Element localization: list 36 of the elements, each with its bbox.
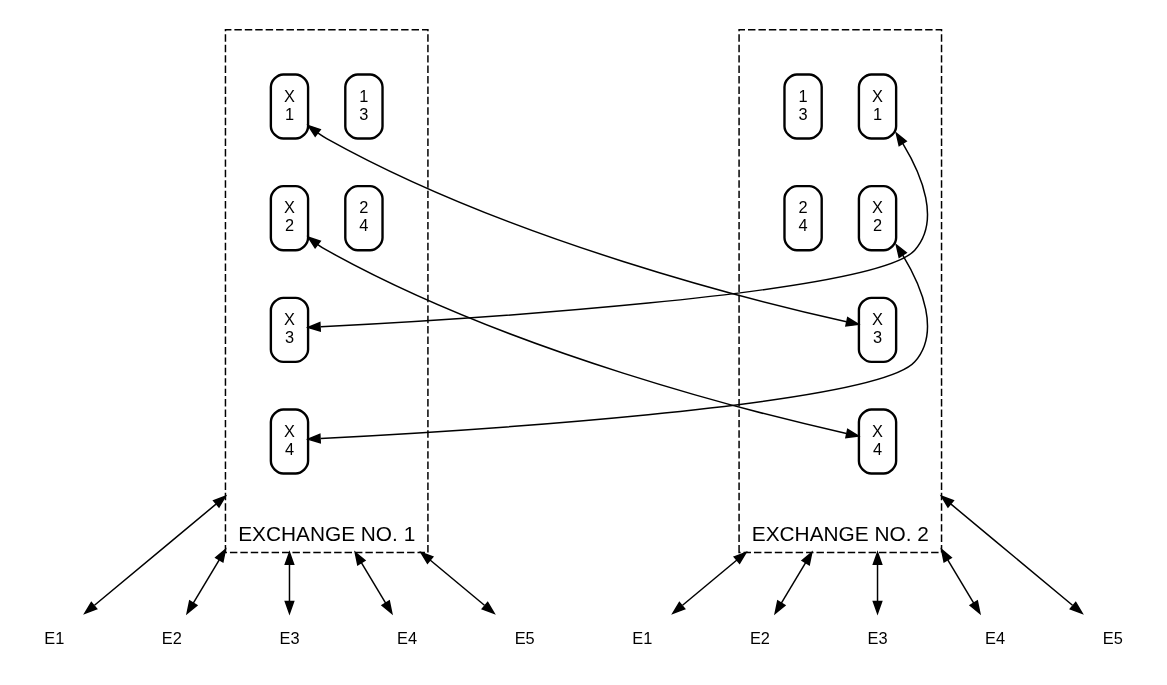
node-box: X 1 — [269, 73, 310, 140]
arrow — [306, 124, 861, 327]
node-box: 1 3 — [344, 73, 384, 140]
node-text: E1 — [44, 629, 65, 648]
node-text: E4 — [985, 629, 1006, 648]
arrow — [354, 550, 393, 616]
node-box: 1 3 — [783, 73, 823, 140]
arrow — [940, 547, 982, 616]
node-text: E5 — [514, 629, 535, 648]
node-text: E4 — [397, 629, 418, 648]
node-box: X 3 — [857, 296, 898, 364]
arrow — [306, 235, 861, 439]
node-box: X 1 — [857, 73, 898, 140]
node-box: X 4 — [857, 408, 898, 475]
arrow — [671, 550, 748, 615]
node-box: X 4 — [269, 408, 310, 475]
node-text: E3 — [867, 629, 888, 648]
arrow — [939, 494, 1084, 615]
arrow — [419, 550, 496, 615]
arrow — [774, 550, 813, 616]
node-text: E1 — [632, 629, 653, 648]
node-text: E3 — [279, 629, 300, 648]
node-box: 2 4 — [344, 185, 384, 252]
node-box: X 2 — [269, 185, 310, 252]
arrow — [305, 243, 929, 444]
arrow — [872, 550, 883, 616]
arrow — [305, 131, 929, 333]
node-box: 2 4 — [783, 185, 823, 252]
arrow — [185, 547, 227, 616]
arrow — [284, 550, 295, 616]
node-text: E2 — [161, 629, 182, 648]
node-box: X 3 — [269, 296, 310, 364]
node-text: E5 — [1102, 629, 1123, 648]
arrow — [83, 494, 228, 615]
node-box: X 2 — [857, 185, 898, 252]
node-text: E2 — [749, 629, 770, 648]
